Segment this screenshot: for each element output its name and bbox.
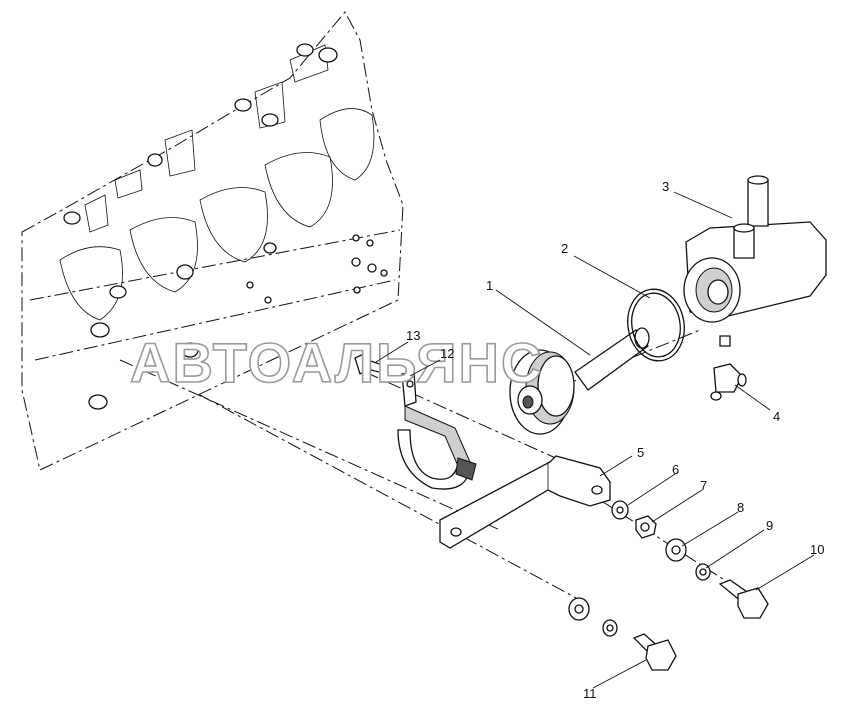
pulley-1 bbox=[509, 327, 650, 435]
callout-12: 12 bbox=[440, 346, 454, 361]
callouts: 1 2 3 4 5 6 7 8 9 10 11 12 13 bbox=[406, 179, 824, 701]
watermark-text: АВТОАЛЬЯНС bbox=[130, 331, 543, 394]
callout-3: 3 bbox=[662, 179, 669, 194]
o-ring-2 bbox=[627, 288, 685, 362]
callout-7: 7 bbox=[700, 478, 707, 493]
callout-10: 10 bbox=[810, 542, 824, 557]
callout-5: 5 bbox=[637, 445, 644, 460]
washer-8 bbox=[665, 538, 687, 562]
leader-lines bbox=[375, 191, 815, 689]
callout-6: 6 bbox=[672, 462, 679, 477]
bolt-13 bbox=[354, 351, 388, 375]
bolt-11-group bbox=[568, 597, 677, 671]
callout-2: 2 bbox=[561, 241, 568, 256]
engine-block bbox=[21, 11, 404, 471]
washer-6 bbox=[611, 500, 629, 520]
bolt-10 bbox=[718, 579, 769, 619]
callout-13: 13 bbox=[406, 328, 420, 343]
bracket-5 bbox=[439, 455, 611, 549]
housing-3 bbox=[683, 175, 827, 323]
callout-4: 4 bbox=[773, 409, 780, 424]
callout-11: 11 bbox=[583, 686, 597, 701]
fitting-4 bbox=[710, 335, 747, 401]
callout-9: 9 bbox=[766, 518, 773, 533]
callout-8: 8 bbox=[737, 500, 744, 515]
clamp-12 bbox=[397, 371, 477, 490]
nut-7 bbox=[635, 515, 657, 539]
callout-1: 1 bbox=[486, 278, 493, 293]
